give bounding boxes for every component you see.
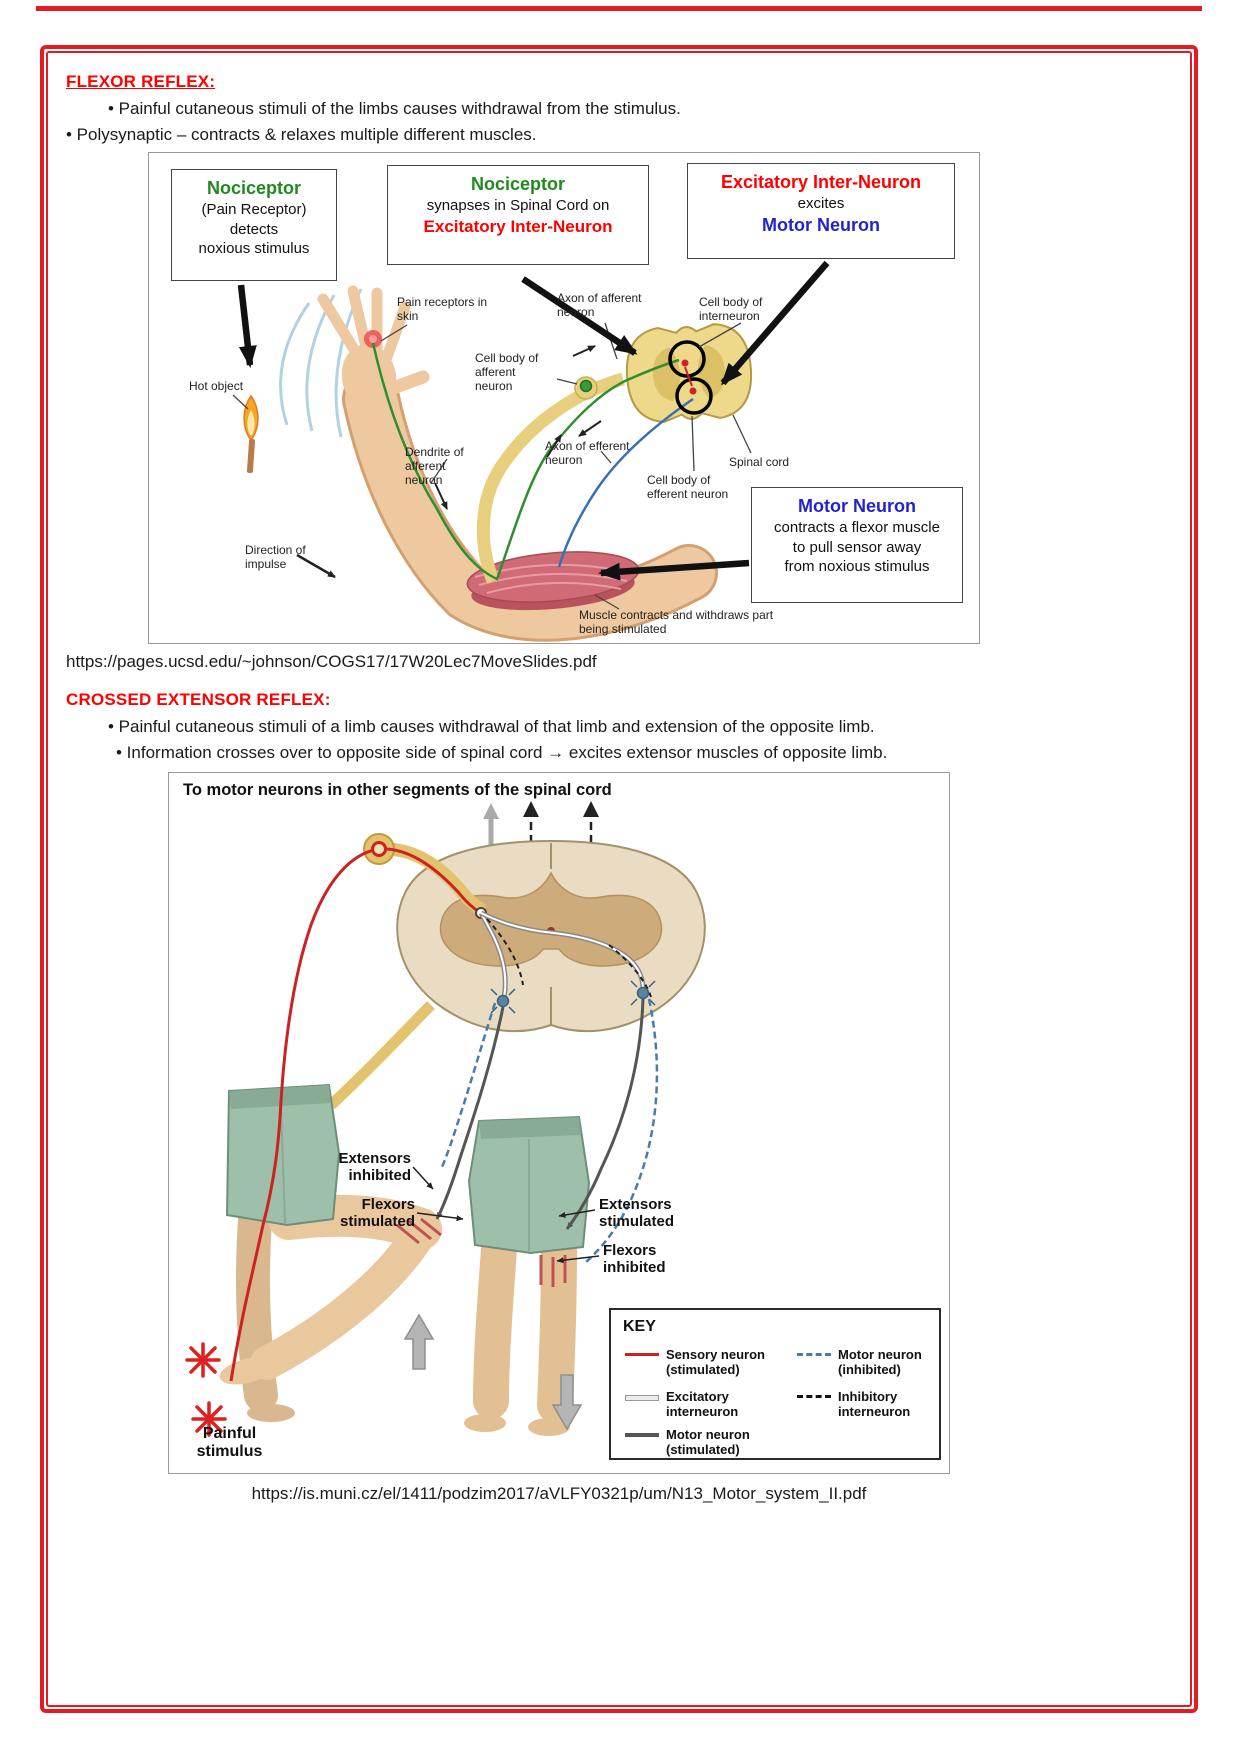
callout-arrows (237, 260, 830, 581)
label-painful-stimulus: Painful stimulus (196, 1425, 263, 1461)
label-flexors-stimulated: Flexors stimulated (339, 1196, 415, 1230)
label-cell-body-interneuron: Cell body of interneuron (699, 295, 763, 324)
figure2-leader-lines (412, 1166, 600, 1264)
key-item-motor-inhibited: Motor neuron (inhibited) (797, 1347, 950, 1378)
key-item-motor-stimulated: Motor neuron (stimulated) (625, 1427, 778, 1458)
callout1-line2: (Pain Receptor) (201, 201, 307, 219)
callout3-line2: excites (797, 195, 845, 213)
callout3-line3: Motor Neuron (762, 214, 880, 235)
figure2-key: KEY Sensory neuron (stimulated) Excitato… (609, 1308, 941, 1460)
callout4-line4: from noxious stimulus (784, 558, 930, 576)
crossed-extensor-title: CROSSED EXTENSOR REFLEX: (66, 690, 331, 709)
callout2-title: Nociceptor (470, 174, 566, 194)
label-direction-impulse: Direction of impulse (245, 543, 306, 572)
impulse-direction-arrows (296, 345, 602, 579)
afferent-neuron-fiber (371, 342, 680, 581)
pain-star-icon (185, 1342, 227, 1437)
label-cell-body-afferent: Cell body of afferent neuron (475, 351, 539, 394)
flexor-muscle (466, 551, 640, 611)
label-hot-object: Hot object (189, 379, 244, 393)
label-cell-body-efferent: Cell body of efferent neuron (647, 473, 729, 502)
label-axon-efferent: Axon of efferent neuron (545, 439, 630, 468)
flexor-source-link[interactable]: https://pages.ucsd.edu/~johnson/COGS17/1… (66, 652, 597, 671)
page-border-inner (46, 51, 1192, 1707)
label-flexors-inhibited: Flexors inhibited (603, 1242, 666, 1276)
key-label-motor-stimulated: Motor neuron (stimulated) (666, 1427, 750, 1457)
key-label-sensory: Sensory neuron (stimulated) (666, 1347, 765, 1377)
label-leader-lines (232, 322, 752, 610)
key-label-excitatory: Excitatory interneuron (666, 1389, 739, 1419)
flexor-reflex-figure: Nociceptor (Pain Receptor) detects noxio… (148, 152, 980, 644)
label-axon-afferent: Axon of afferent neuron (557, 291, 642, 320)
crossed-bullet-2: • Information crosses over to opposite s… (116, 743, 888, 762)
label-muscle-contracts: Muscle contracts and withdraws part bein… (579, 608, 774, 637)
key-label-motor-inhibited: Motor neuron (inhibited) (838, 1347, 922, 1377)
key-item-excitatory: Excitatory interneuron (625, 1389, 778, 1420)
movement-arrows (403, 1313, 583, 1431)
callout2-line3: Excitatory Inter-Neuron (423, 216, 613, 236)
callout3-title: Excitatory Inter-Neuron (720, 172, 922, 192)
label-spinal-cord: Spinal cord (729, 455, 790, 469)
hot-object-flame (243, 394, 259, 474)
flexor-reflex-title: FLEXOR REFLEX: (66, 72, 216, 91)
figure1-artwork (232, 260, 830, 642)
label-pain-receptors: Pain receptors in skin (397, 295, 488, 324)
inhibitory-line-swatch (797, 1395, 831, 1401)
label-extensors-inhibited: Extensors inhibited (338, 1150, 411, 1184)
callout1-line3: detects (229, 220, 279, 238)
figure2-artwork (185, 801, 706, 1437)
crossed-bullet-1: • Painful cutaneous stimuli of a limb ca… (108, 717, 875, 736)
key-title: KEY (623, 1318, 656, 1335)
callout-nociceptor-detects: Nociceptor (Pain Receptor) detects noxio… (171, 169, 337, 281)
motor-inhibited-line-swatch (797, 1353, 831, 1359)
key-item-sensory: Sensory neuron (stimulated) (625, 1347, 778, 1378)
efferent-neuron-fiber (557, 397, 694, 568)
motor-fibers (435, 998, 659, 1264)
sensory-line-swatch (625, 1353, 659, 1359)
motor-stimulated-line-swatch (625, 1433, 659, 1439)
interneuron-synapse-circles (668, 340, 713, 415)
label-dendrite-afferent: Dendrite of afferent neuron (405, 445, 464, 488)
top-border-line (36, 6, 1202, 11)
callout2-line2: synapses in Spinal Cord on (426, 197, 610, 215)
callout-motor-neuron: Motor Neuron contracts a flexor muscle t… (751, 487, 963, 603)
key-item-inhibitory: Inhibitory interneuron (797, 1389, 950, 1420)
flexor-bullet-2: • Polysynaptic – contracts & relaxes mul… (66, 125, 537, 144)
callout4-title: Motor Neuron (798, 496, 916, 516)
left-leg-flexed (219, 1083, 442, 1422)
arm-illustration (317, 285, 718, 642)
label-extensors-stimulated: Extensors stimulated (599, 1196, 675, 1230)
callout1-line4: noxious stimulus (198, 240, 310, 258)
page-border (40, 45, 1198, 1713)
callout4-line2: contracts a flexor muscle (774, 519, 940, 537)
crossed-source-link[interactable]: https://is.muni.cz/el/1411/podzim2017/aV… (251, 1484, 867, 1503)
callout1-title: Nociceptor (206, 178, 302, 198)
interneurons (478, 910, 656, 1014)
callout4-line3: to pull sensor away (792, 538, 922, 556)
callout-nociceptor-synapses: Nociceptor synapses in Spinal Cord on Ex… (387, 165, 649, 265)
afferent-cell-body (579, 379, 593, 393)
figure2-title: To motor neurons in other segments of th… (183, 781, 612, 799)
key-label-inhibitory: Inhibitory interneuron (838, 1389, 911, 1419)
callout-interneuron-excites: Excitatory Inter-Neuron excites Motor Ne… (687, 163, 955, 259)
excitatory-line-swatch (625, 1395, 659, 1401)
flexor-bullet-1: • Painful cutaneous stimuli of the limbs… (108, 99, 681, 118)
crossed-extensor-figure: To motor neurons in other segments of th… (168, 772, 950, 1474)
